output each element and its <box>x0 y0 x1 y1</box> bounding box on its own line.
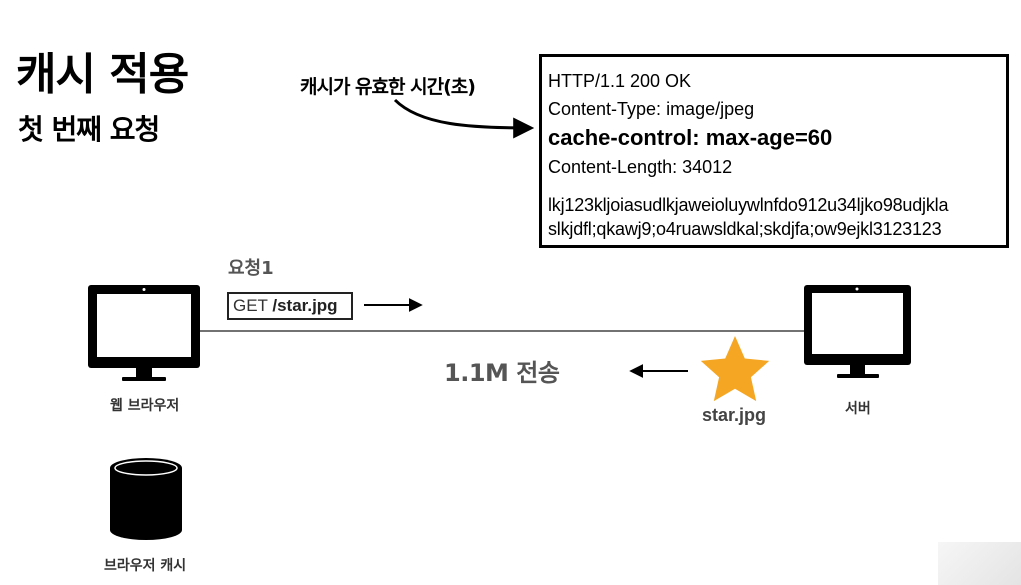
response-content-length: Content-Length: 34012 <box>548 157 733 177</box>
cache-label: 브라우저 캐시 <box>104 558 187 574</box>
slide-title: 캐시 적용 <box>16 49 189 100</box>
request-path: /star.jpg <box>272 296 338 315</box>
server-label: 서버 <box>845 401 871 417</box>
corner-overlay <box>938 542 1021 585</box>
response-body-line-1: lkj123kljoiasudlkjaweioluywlnfdo912u34lj… <box>548 195 949 215</box>
max-age-annotation: 캐시가 유효한 시간(초) <box>300 76 476 98</box>
request-method: GET <box>233 296 273 315</box>
http-response-box: HTTP/1.1 200 OK Content-Type: image/jpeg… <box>539 54 1009 248</box>
transfer-size-label: 1.1M 전송 <box>444 359 560 387</box>
http-request-box: GET /star.jpg <box>227 292 353 320</box>
database-cylinder-icon <box>110 458 182 540</box>
response-body-line-2: slkjdfl;qkawj9;o4ruawsldkal;skdjfa;ow9ej… <box>548 219 942 239</box>
annotation-arrow <box>393 98 535 139</box>
response-content-type: Content-Type: image/jpeg <box>548 99 755 119</box>
response-cache-control: cache-control: max-age=60 <box>548 125 833 150</box>
star-icon <box>700 336 770 402</box>
browser-label: 웹 브라우저 <box>110 398 180 414</box>
file-label: star.jpg <box>702 405 767 425</box>
desktop-monitor-icon <box>88 285 200 381</box>
request-label: 요청1 <box>228 258 274 279</box>
response-status-line: HTTP/1.1 200 OK <box>548 71 692 91</box>
desktop-monitor-icon <box>804 285 911 378</box>
slide-subtitle: 첫 번째 요청 <box>18 113 160 146</box>
